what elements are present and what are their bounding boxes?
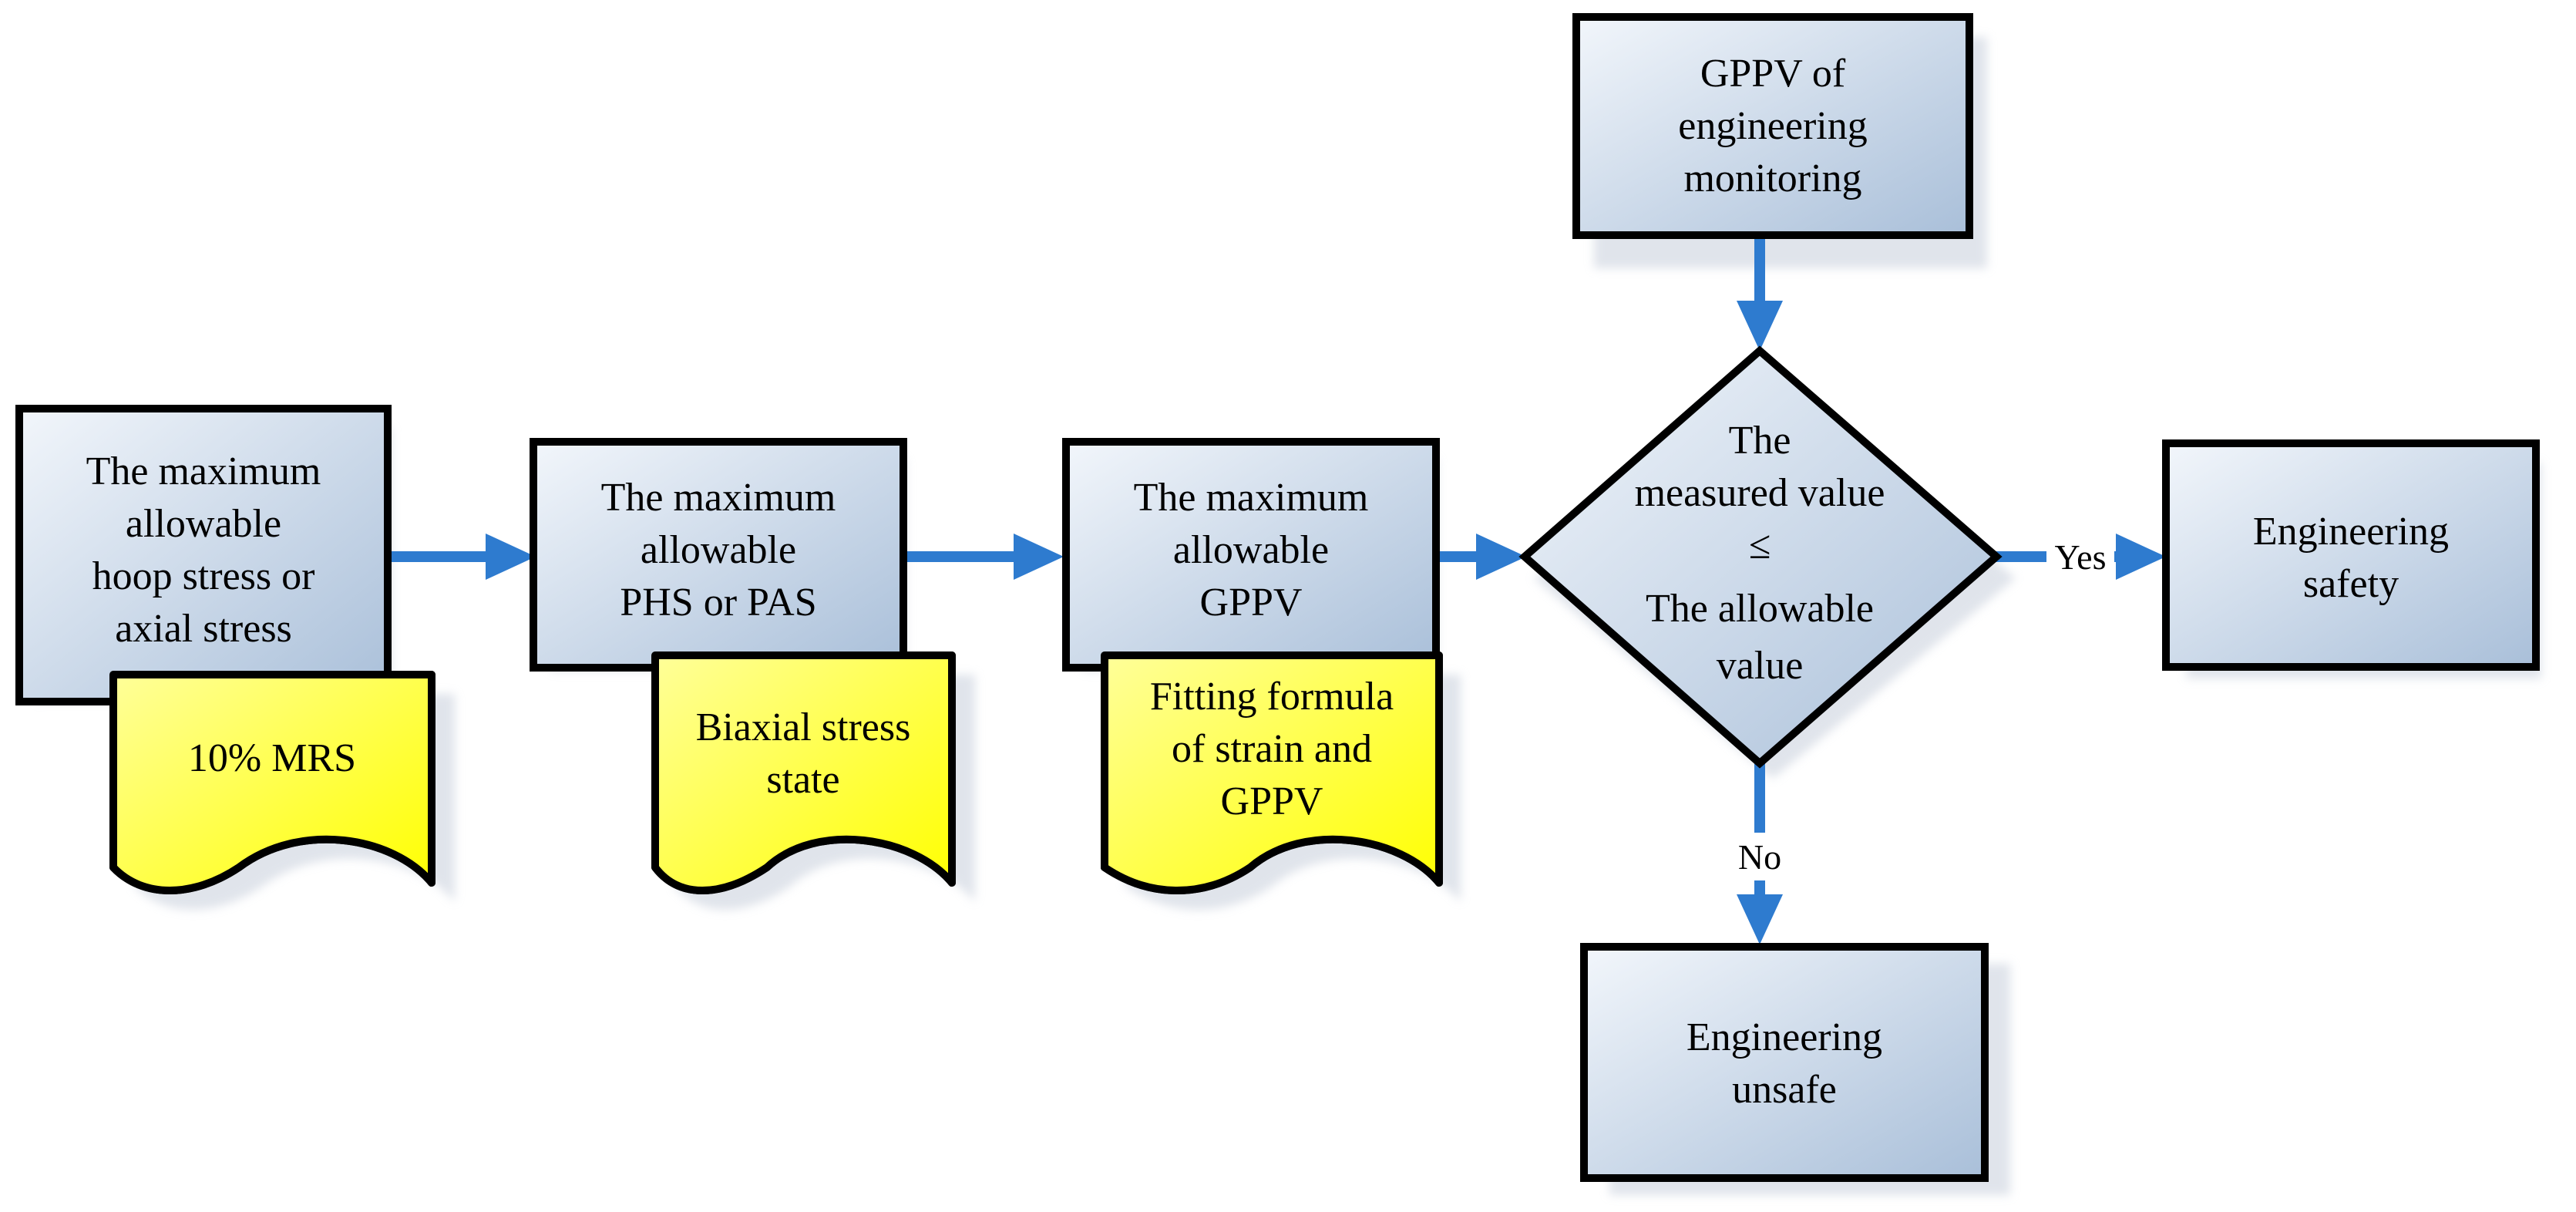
box-phs-pas: The maximum allowable PHS or PAS bbox=[530, 438, 907, 672]
box-monitoring-line-3: monitoring bbox=[1683, 157, 1861, 200]
yes-label: Yes bbox=[2055, 537, 2107, 577]
decision-line-1: The bbox=[1729, 419, 1791, 463]
edge-label-yes: Yes bbox=[2046, 532, 2114, 578]
note-mrs-text: 10% MRS bbox=[188, 736, 356, 780]
arrow-monitoring-to-decision bbox=[1737, 235, 1783, 351]
decision-line-5: value bbox=[1717, 644, 1804, 688]
box-unsafe-line-1: Engineering bbox=[1687, 1015, 1882, 1059]
note-fitting-text-3: GPPV bbox=[1221, 779, 1323, 823]
box-safety: Engineering safety bbox=[2162, 439, 2540, 671]
box-phs-line-1: The maximum bbox=[601, 476, 836, 520]
box-safety-line-1: Engineering bbox=[2253, 510, 2449, 554]
note-fitting-front: Fitting formula of strain and GPPV bbox=[1101, 651, 1443, 894]
no-label: No bbox=[1738, 837, 1781, 877]
box-hoop-line-1: The maximum bbox=[86, 449, 321, 493]
box-monitoring: GPPV of engineering monitoring bbox=[1572, 13, 1973, 239]
box-unsafe-line-2: unsafe bbox=[1732, 1068, 1837, 1112]
box-gppv-line-1: The maximum bbox=[1134, 476, 1369, 520]
box-gppv-line-3: GPPV bbox=[1200, 581, 1303, 625]
box-phs-line-2: allowable bbox=[641, 528, 796, 572]
note-biaxial-text-1: Biaxial stress bbox=[696, 705, 911, 749]
note-biaxial-text-2: state bbox=[766, 758, 839, 802]
box-unsafe: Engineering unsafe bbox=[1580, 943, 1989, 1182]
arrow-gppv-to-decision bbox=[1435, 534, 1526, 580]
box-hoop-line-2: allowable bbox=[126, 502, 281, 546]
box-monitoring-line-1: GPPV of bbox=[1700, 52, 1846, 96]
box-safety-line-2: safety bbox=[2303, 562, 2399, 606]
note-mrs-front: 10% MRS bbox=[109, 671, 435, 894]
note-fitting-text-1: Fitting formula bbox=[1150, 675, 1394, 719]
note-biaxial-front: Biaxial stress state bbox=[651, 651, 956, 894]
edge-label-no: No bbox=[1729, 833, 1791, 880]
arrow-phs-to-gppv bbox=[904, 534, 1064, 580]
decision-line-4: The allowable bbox=[1646, 587, 1874, 631]
box-hoop-stress: The maximum allowable hoop stress or axi… bbox=[15, 405, 392, 705]
decision-line-2: measured value bbox=[1635, 471, 1885, 515]
box-monitoring-line-2: engineering bbox=[1678, 104, 1867, 148]
box-gppv-max: The maximum allowable GPPV bbox=[1062, 438, 1440, 672]
box-gppv-line-2: allowable bbox=[1173, 528, 1329, 572]
decision-line-3: ≤ bbox=[1749, 524, 1771, 567]
decision-diamond: The measured value ≤ The allowable value bbox=[1518, 345, 2003, 769]
note-fitting-text-2: of strain and bbox=[1172, 727, 1372, 771]
box-phs-line-3: PHS or PAS bbox=[620, 581, 816, 625]
box-hoop-line-4: axial stress bbox=[115, 607, 292, 651]
arrow-hoop-to-phs bbox=[385, 534, 536, 580]
box-hoop-line-3: hoop stress or bbox=[92, 554, 315, 598]
